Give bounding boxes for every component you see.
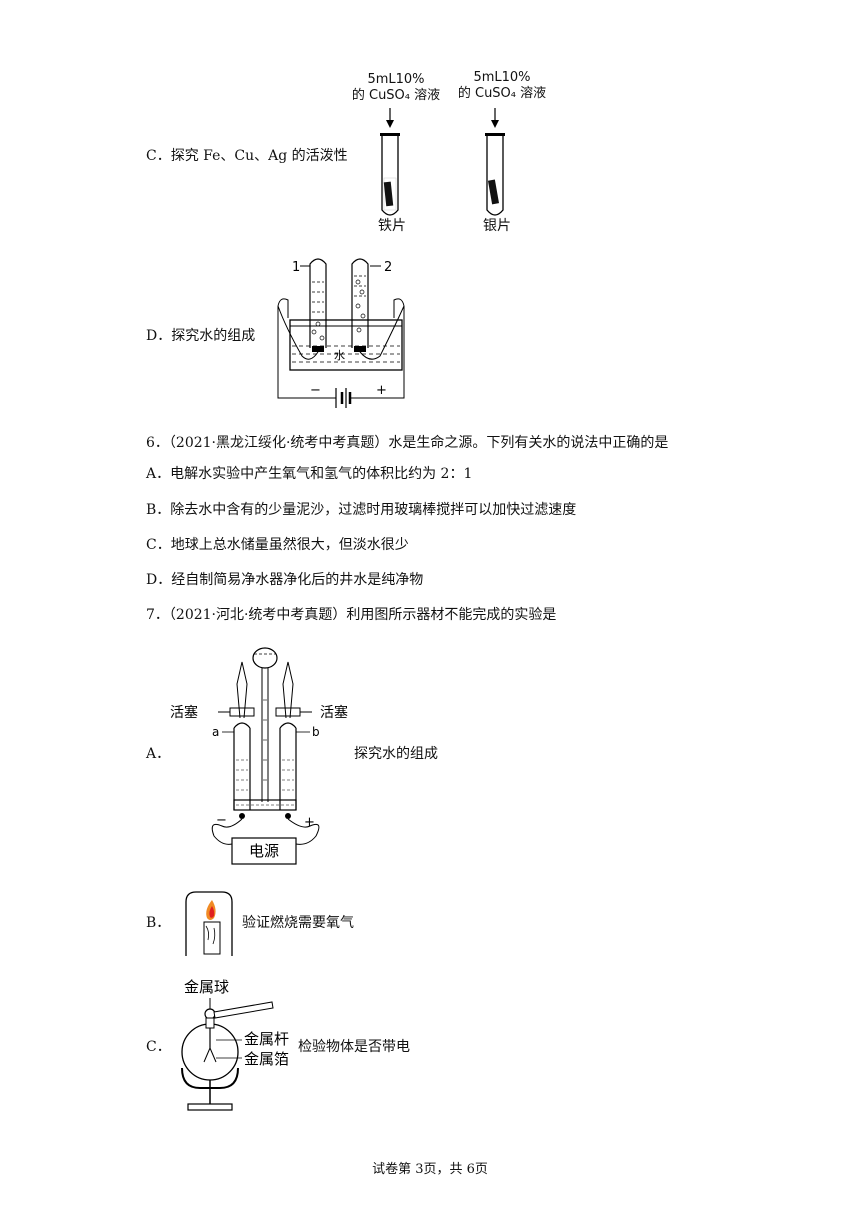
q7-option-b-text: 验证燃烧需要氧气 (242, 915, 354, 931)
tube-label-2: 2 (384, 260, 392, 275)
q6-stem: 6．（2021·黑龙江绥化·统考中考真题）水是生命之源。下列有关水的说法中正确的… (146, 435, 669, 451)
tube1-rim (380, 133, 400, 136)
page-footer: 试卷第 3页，共 6页 (372, 1162, 488, 1177)
right-nozzle (282, 661, 294, 719)
electrolysis-tube-1 (309, 258, 327, 348)
iron-strip (383, 181, 394, 207)
q7-option-c-text: 检验物体是否带电 (298, 1039, 410, 1055)
tube2-reagent-top: 5mL10% (473, 70, 531, 85)
tube1-reagent-label: 5mL10% 的 CuSO₄ 溶液 (340, 72, 452, 104)
q7-option-a-text: 探究水的组成 (354, 746, 438, 762)
tube2-metal-label: 银片 (483, 218, 511, 234)
electrolysis-tube-2 (351, 258, 369, 348)
q5-option-d: D．探究水的组成 (146, 326, 255, 346)
option-text: 探究 Fe、Cu、Ag 的活泼性 (170, 148, 348, 164)
candle-jar-figure (185, 891, 233, 956)
electroscope-figure: 金属球 金属杆 金属箔 (181, 978, 289, 1111)
option-text: 探究水的组成 (171, 328, 256, 344)
bottom-connector (233, 799, 297, 811)
q6-option-a: A．电解水实验中产生氧气和氢气的体积比约为 2：1 (146, 466, 473, 482)
q7-stem: 7．（2021·河北·统考中考真题）利用图所示器材不能完成的实验是 (146, 607, 557, 623)
tube2-reagent-bottom: 的 CuSO₄ 溶液 (457, 86, 547, 101)
power-supply-box (231, 837, 297, 865)
water-trough (289, 319, 403, 371)
water-label: 水 (334, 349, 345, 362)
charged-rod (213, 1001, 274, 1019)
option-letter: C． (146, 148, 171, 164)
test-tube-2 (486, 136, 504, 216)
metal-foil-label: 金属箔 (244, 1050, 289, 1068)
left-stopcock (229, 707, 255, 717)
water-electrolysis-figure: 1 2 水 − + (277, 258, 405, 408)
q6-option-c: C．地球上总水储量虽然很大，但淡水很少 (146, 537, 409, 553)
tube1-metal-label: 铁片 (378, 218, 406, 234)
option-letter: D． (146, 328, 172, 344)
tube1-reagent-bottom: 的 CuSO₄ 溶液 (351, 88, 441, 103)
tube2-rim (485, 133, 505, 136)
positive-sign: + (376, 383, 387, 398)
q7-option-c-letter: C． (146, 1039, 171, 1055)
metal-foil (203, 1047, 217, 1063)
tube-label-a: a (212, 725, 219, 739)
glass-jar (185, 891, 233, 956)
q7-option-a-letter: A． (146, 746, 171, 762)
q5-option-c: C．探究 Fe、Cu、Ag 的活泼性 (146, 146, 348, 166)
tube-label-1: 1 (292, 260, 300, 275)
tube2-reagent-label: 5mL10% 的 CuSO₄ 溶液 (446, 70, 558, 102)
metal-rod-label: 金属杆 (244, 1030, 289, 1048)
test-tubes-figure (380, 108, 505, 216)
q6-option-b: B．除去水中含有的少量泥沙，过滤时用玻璃棒搅拌可以加快过滤速度 (146, 502, 577, 518)
q6-option-d: D．经自制简易净水器净化后的井水是纯净物 (146, 572, 424, 588)
tube1-reagent-top: 5mL10% (367, 72, 425, 87)
tube-label-b: b (312, 725, 320, 739)
positive-sign: + (304, 815, 315, 830)
hoffman-apparatus-figure: 活塞 活塞 a b − + 电源 (170, 647, 348, 865)
negative-sign: − (310, 383, 321, 398)
silver-strip (487, 179, 500, 205)
q7-option-b-letter: B． (146, 915, 171, 931)
right-stopcock (275, 707, 301, 717)
metal-ball-label: 金属球 (184, 978, 229, 996)
electrode-1 (312, 346, 324, 352)
stand-base (187, 1103, 233, 1111)
valve-label-right: 活塞 (320, 704, 348, 721)
electrode-a (239, 813, 245, 819)
reservoir-bulb (252, 647, 278, 669)
electrode-2 (354, 346, 366, 352)
left-nozzle (236, 661, 248, 719)
test-tube-1 (381, 136, 399, 216)
power-supply-label: 电源 (249, 842, 279, 860)
valve-label-left: 活塞 (170, 704, 198, 721)
negative-sign: − (216, 813, 227, 828)
electrode-b (285, 813, 291, 819)
